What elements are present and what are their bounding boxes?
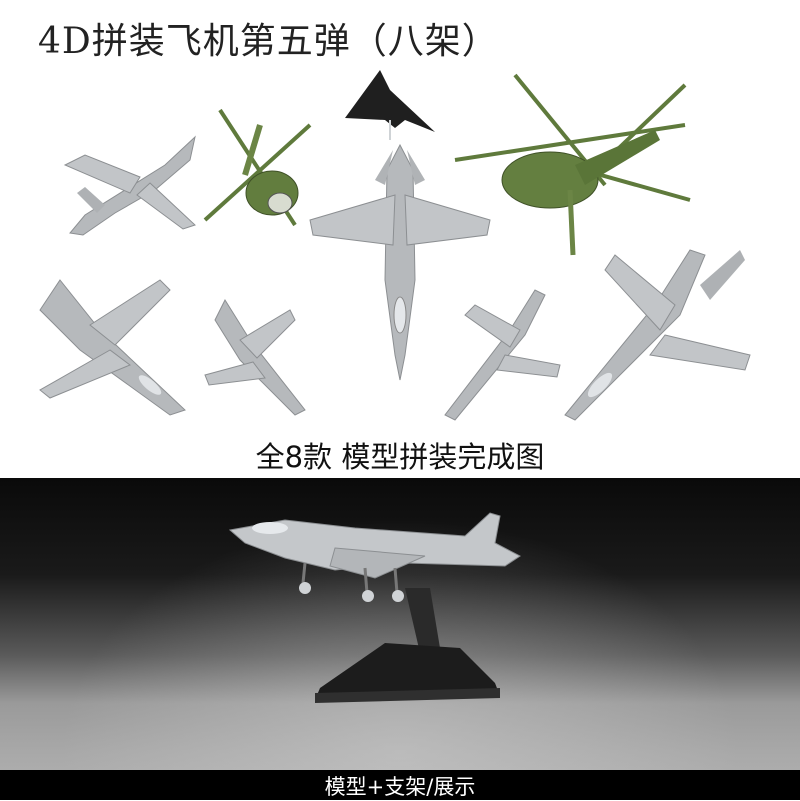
helicopter-model-2 bbox=[454, 73, 691, 256]
jet-model-1 bbox=[63, 135, 196, 236]
jet-on-stand-model bbox=[228, 512, 521, 602]
jet-model-6 bbox=[564, 249, 751, 421]
product-title: 4D拼装飞机第五弹（八架） bbox=[38, 21, 499, 62]
stealth-model-black bbox=[345, 70, 435, 140]
product-showcase-panel: 4D拼装飞机第五弹（八架） bbox=[38, 21, 751, 474]
caption-text: 全8款 模型拼装完成图 bbox=[255, 440, 545, 474]
helicopter-model-1 bbox=[203, 108, 312, 227]
jet-model-center bbox=[309, 143, 491, 381]
display-stand bbox=[315, 588, 500, 703]
stand-display-panel bbox=[0, 478, 800, 800]
jet-model-3 bbox=[39, 279, 186, 416]
footer-bar bbox=[0, 770, 800, 800]
jet-model-5 bbox=[444, 289, 561, 421]
footer-label: 模型+支架/展示 bbox=[324, 775, 476, 799]
jet-model-4 bbox=[204, 298, 306, 416]
